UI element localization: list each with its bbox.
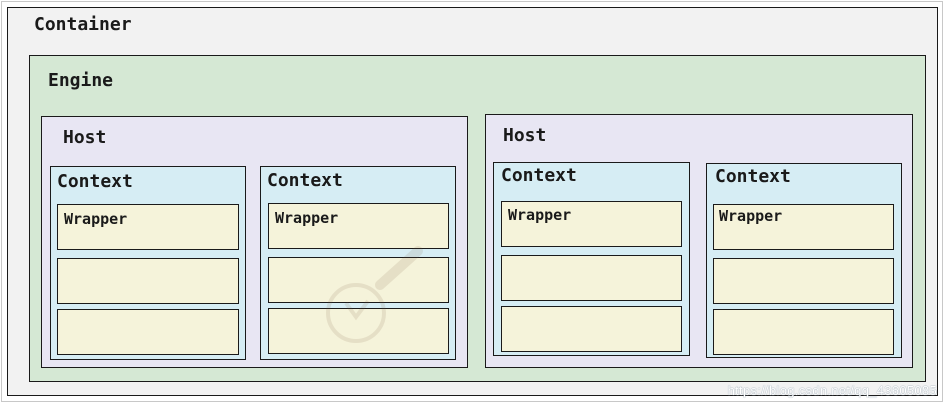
wrapper-label: Wrapper — [64, 210, 128, 228]
wrapper-box-empty — [57, 309, 239, 355]
wrapper-box-empty — [501, 306, 682, 352]
host-label: Host — [503, 125, 547, 146]
context-label: Context — [267, 170, 343, 191]
context-label: Context — [715, 166, 791, 187]
host-label: Host — [63, 127, 107, 148]
container-label: Container — [34, 14, 132, 35]
wrapper-box: Wrapper — [268, 203, 449, 249]
wrapper-box: Wrapper — [57, 204, 239, 250]
wrapper-box: Wrapper — [501, 201, 682, 247]
wrapper-label: Wrapper — [275, 209, 339, 227]
engine-label: Engine — [48, 70, 114, 91]
wrapper-box-empty — [501, 255, 682, 301]
wrapper-box: Wrapper — [713, 204, 894, 250]
context-label: Context — [501, 165, 577, 186]
wrapper-box-empty — [57, 258, 239, 304]
watermark-logo-icon — [326, 246, 423, 343]
wrapper-box-empty — [268, 257, 449, 303]
wrapper-box-empty — [713, 309, 894, 355]
wrapper-box-empty — [713, 258, 894, 304]
context-label: Context — [57, 171, 133, 192]
wrapper-label: Wrapper — [719, 207, 783, 225]
watermark-url: https://blog.csdn.net/qq_43605085 — [727, 383, 937, 398]
wrapper-box-empty — [268, 308, 449, 354]
wrapper-label: Wrapper — [508, 206, 572, 224]
